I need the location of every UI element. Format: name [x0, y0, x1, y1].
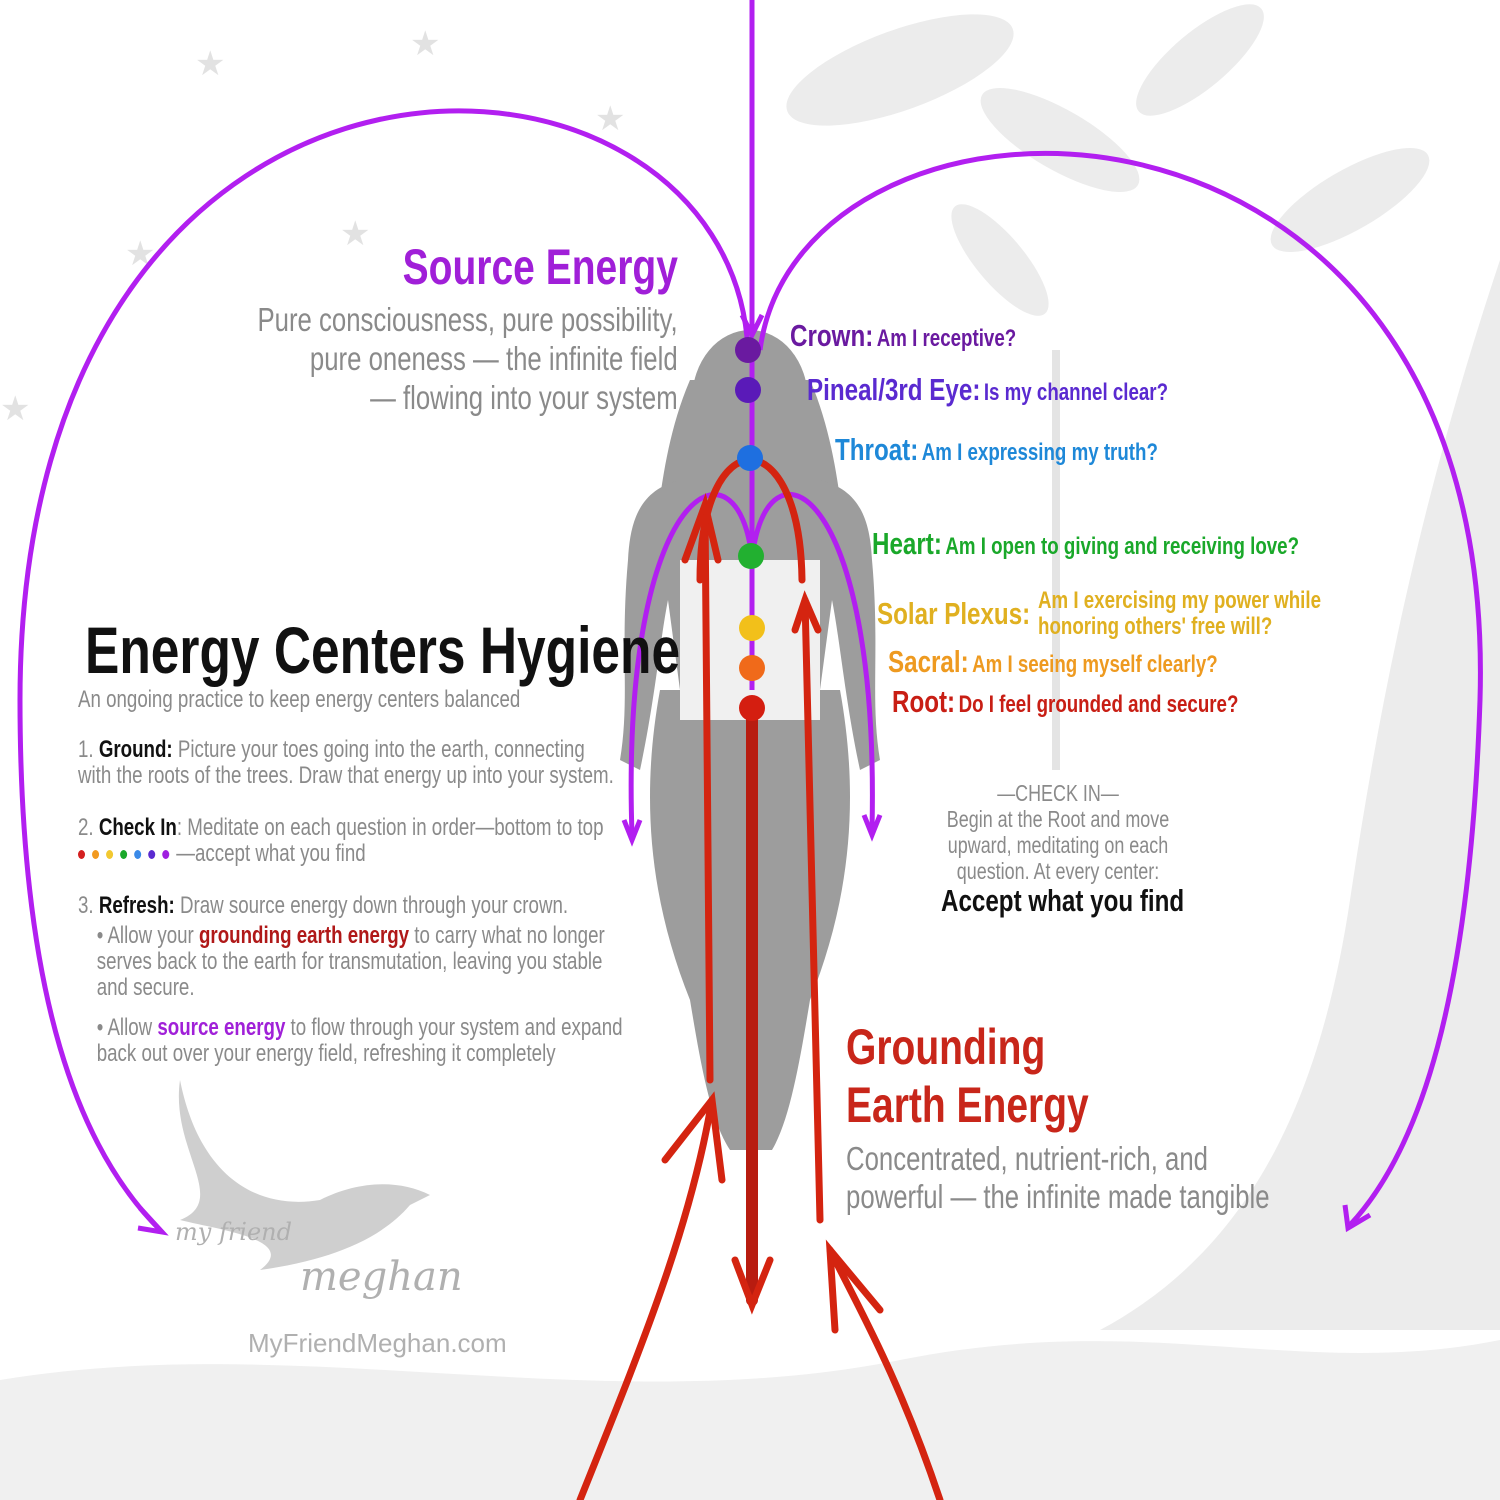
throat-dot — [737, 445, 763, 471]
chakra-dot-icon — [162, 850, 170, 860]
chakra-label-throat: Throat: Am I expressing my truth? — [835, 432, 1158, 467]
check-in-box: —CHECK IN— Begin at the Root and move up… — [941, 780, 1185, 918]
chakra-dot-icon — [106, 850, 114, 860]
chakra-color-dots — [78, 840, 176, 867]
website-link[interactable]: MyFriendMeghan.com — [248, 1328, 507, 1358]
svg-text:★: ★ — [125, 235, 155, 273]
heart-dot — [738, 543, 764, 569]
chakra-label-crown: Crown: Am I receptive? — [790, 318, 1017, 353]
grounding-title: Grounding Earth Energy — [846, 1019, 1089, 1133]
crown-dot — [735, 337, 761, 363]
chakra-label-heart: Heart: Am I open to giving and receiving… — [872, 526, 1300, 561]
svg-text:★: ★ — [595, 100, 625, 138]
source-energy-description: Pure consciousness, pure possibility, pu… — [257, 301, 678, 416]
grounding-earth-arrows — [576, 456, 944, 1500]
chakra-label-pineal: Pineal/3rd Eye: Is my channel clear? — [807, 372, 1169, 407]
solar-plexus-dot — [739, 615, 765, 641]
step-check-in: 2. Check In: Meditate on each question i… — [78, 814, 604, 867]
check-in-heading: —CHECK IN— — [997, 780, 1119, 806]
chakra-dot-icon — [120, 850, 128, 860]
logo-script-meghan: meghan — [300, 1254, 463, 1300]
source-energy-title: Source Energy — [402, 239, 678, 295]
page-subtitle: An ongoing practice to keep energy cente… — [78, 686, 521, 713]
logo-script-my-friend: my friend — [175, 1218, 292, 1246]
grounding-description: Concentrated, nutrient-rich, and powerfu… — [846, 1140, 1270, 1215]
chakra-dot-icon — [92, 850, 100, 860]
chakra-label-sacral: Sacral: Am I seeing myself clearly? — [888, 644, 1218, 679]
chakra-label-root: Root: Do I feel grounded and secure? — [892, 684, 1239, 719]
svg-text:★: ★ — [410, 25, 440, 63]
chakra-dot-icon — [78, 850, 86, 860]
eagle-logo-icon — [178, 1080, 430, 1270]
source-energy-arrows — [17, 0, 1483, 1236]
stars-decoration: ★ ★ ★ ★ ★ ★ — [0, 25, 625, 428]
chakra-dot-icon — [148, 850, 156, 860]
chakra-label-solar-plexus: Solar Plexus:Am I exercising my power wh… — [877, 587, 1321, 640]
step-ground: 1. Ground: Picture your toes going into … — [78, 736, 614, 789]
root-dot — [739, 695, 765, 721]
page-title: Energy Centers Hygiene — [85, 613, 681, 687]
svg-text:★: ★ — [195, 45, 225, 83]
svg-text:★: ★ — [0, 390, 30, 428]
chakra-dot-icon — [134, 850, 142, 860]
chakra-dots — [735, 337, 765, 721]
check-in-emphasis: Accept what you find — [941, 883, 1185, 918]
svg-text:★: ★ — [340, 215, 370, 253]
sacral-dot — [739, 655, 765, 681]
pineal-dot — [735, 377, 761, 403]
step-refresh: 3. Refresh: Draw source energy down thro… — [78, 892, 623, 1067]
